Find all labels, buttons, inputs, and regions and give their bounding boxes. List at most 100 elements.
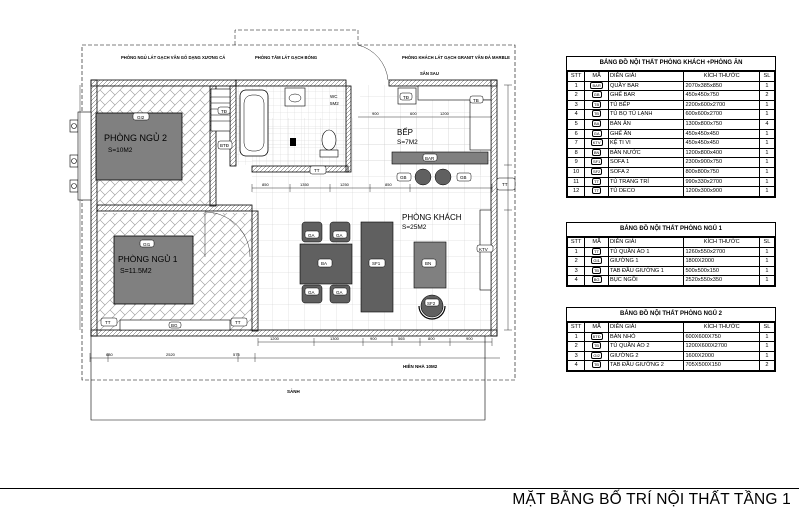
table-cell: 1260x550x2700 <box>683 246 760 258</box>
table-cell: 4 <box>758 118 776 130</box>
table-cell: KỆ TI VI <box>607 138 685 149</box>
table-cell: DIỄN GIẢI <box>607 71 685 82</box>
gb-left <box>396 172 412 182</box>
sheet-title: MẶT BẰNG BỐ TRÍ NỘI THẤT TẦNG 1 <box>512 491 791 508</box>
dimension-value: 565 <box>398 336 405 341</box>
side-cabinet <box>496 177 516 191</box>
table-cell: STT <box>566 71 586 82</box>
table-cell: DIỄN GIẢI <box>607 322 685 333</box>
table-cell: GIƯỜNG 2 <box>607 350 685 362</box>
furniture-code: GI2 <box>591 352 602 359</box>
dimension-value: 600 <box>410 111 417 116</box>
tt-kitchen <box>309 165 327 175</box>
dimension-value: 850 <box>262 182 269 187</box>
wc-area: 5M2 <box>330 101 339 106</box>
table-cell: 1 <box>758 186 776 197</box>
table-cell: 1800X2000 <box>683 256 760 267</box>
bn-tag-text: BN <box>425 261 431 266</box>
table-cell: TỦ QUẦN ÁO 2 <box>607 341 685 352</box>
bed1-name: PHÒNG NGỦ 1 <box>118 253 178 264</box>
table-cell: 1 <box>758 157 776 168</box>
table-cell: MÃ <box>584 237 609 248</box>
ga-4: GA <box>336 290 343 295</box>
table-cell: BAR <box>584 80 609 92</box>
ga-3: GA <box>308 290 315 295</box>
ba-tag-text: BA <box>321 261 327 266</box>
table-cell: GHẾ BAR <box>607 90 685 101</box>
dimension-value: 1200 <box>440 111 450 116</box>
table-cell: 1 <box>566 331 586 343</box>
fridge-tag-text: TĐ <box>403 95 410 100</box>
tt-kitchen-text: TT <box>314 168 320 173</box>
desk2-text: BTĐ <box>220 143 230 148</box>
label-san-sau: SÂN SAU <box>420 71 439 76</box>
table-cell: TỦ DECO <box>607 186 685 197</box>
table-cell: DIỄN GIẢI <box>607 237 685 248</box>
table-cell: 2 <box>758 90 776 101</box>
table-cell: KÍCH THƯỚC <box>683 237 760 248</box>
bar-stool-1 <box>414 168 432 186</box>
table-cell: BA <box>584 118 609 130</box>
chair-tags <box>304 230 348 296</box>
table-cell: 1200x300x900 <box>683 186 760 197</box>
tt-left <box>100 317 118 327</box>
furniture-code: GI1 <box>591 257 602 265</box>
dimension-value: 900 <box>466 336 473 341</box>
table-cell: TỦ BỌ TỦ LẠNH <box>607 109 685 120</box>
table-cell: 3 <box>566 99 586 111</box>
dimension-value: 900 <box>372 111 379 116</box>
table-cell: BÀN NƯỚC <box>607 147 685 159</box>
table-cell: 2070x385x850 <box>683 80 760 92</box>
table-cell: SOFA 1 <box>607 157 685 168</box>
gb-right <box>456 172 472 182</box>
table-cell: MÃ <box>584 71 609 82</box>
table-cell: BN <box>584 147 609 159</box>
table-cell: 1600X2000 <box>683 350 760 362</box>
table-cell: TT <box>584 176 609 188</box>
ga-2: GA <box>336 233 343 238</box>
bed2-area: S=10M2 <box>108 147 133 154</box>
tab2 <box>217 106 231 115</box>
desk2 <box>217 140 233 150</box>
bn-tag <box>421 258 437 268</box>
table-cell: 450x450x450 <box>683 138 760 149</box>
ktv-tag <box>476 244 494 253</box>
bench-bg-tag <box>168 321 182 329</box>
table-cell: 1 <box>758 331 776 343</box>
dimension-texts: 680 2520 575 1200 1300 900 565 800 900 8… <box>106 111 473 357</box>
floor-plan: PHÒNG NGỦ LÁT GẠCH VÂN GỖ DẠNG XƯƠNG CÁ … <box>69 29 516 421</box>
table-title: BẢNG ĐỒ NỘI THẤT PHÒNG NGỦ 1 <box>567 223 775 237</box>
side-cabinet-text: TT <box>502 182 508 187</box>
table-cell: MÃ <box>584 322 609 333</box>
table-cell: 600X600X750 <box>683 331 760 343</box>
table-cell: GB <box>584 90 609 101</box>
bed1-tag <box>139 239 155 248</box>
furniture-code: BAR <box>590 82 603 89</box>
living-area: S=25M2 <box>402 224 427 231</box>
table-title: BẢNG ĐỒ NỘI THẤT PHÒNG NGỦ 2 <box>567 308 775 322</box>
furniture-code: TĐ <box>591 110 602 118</box>
ga-1: GA <box>308 233 315 238</box>
furniture-code: TĐ <box>591 361 602 369</box>
furniture-code: BN <box>591 149 602 156</box>
furniture-code: TĐ <box>591 267 602 274</box>
label-bedroom-floor: PHÒNG NGỦ LÁT GẠCH VÂN GỖ DẠNG XƯƠNG CÁ <box>121 55 225 60</box>
porch-outline <box>90 336 486 421</box>
furniture-code: TB <box>592 101 602 108</box>
table-cell: 1 <box>758 80 776 92</box>
table-cell: 4 <box>566 275 586 286</box>
table-cell: 2200x600x2700 <box>683 99 760 111</box>
table-cell: BÀN ĂN <box>607 118 685 130</box>
table-cell: 2520x550x350 <box>683 275 760 286</box>
table-cell: TỦ TRANG TRÍ <box>607 176 685 188</box>
table-cell: 8 <box>566 147 586 159</box>
